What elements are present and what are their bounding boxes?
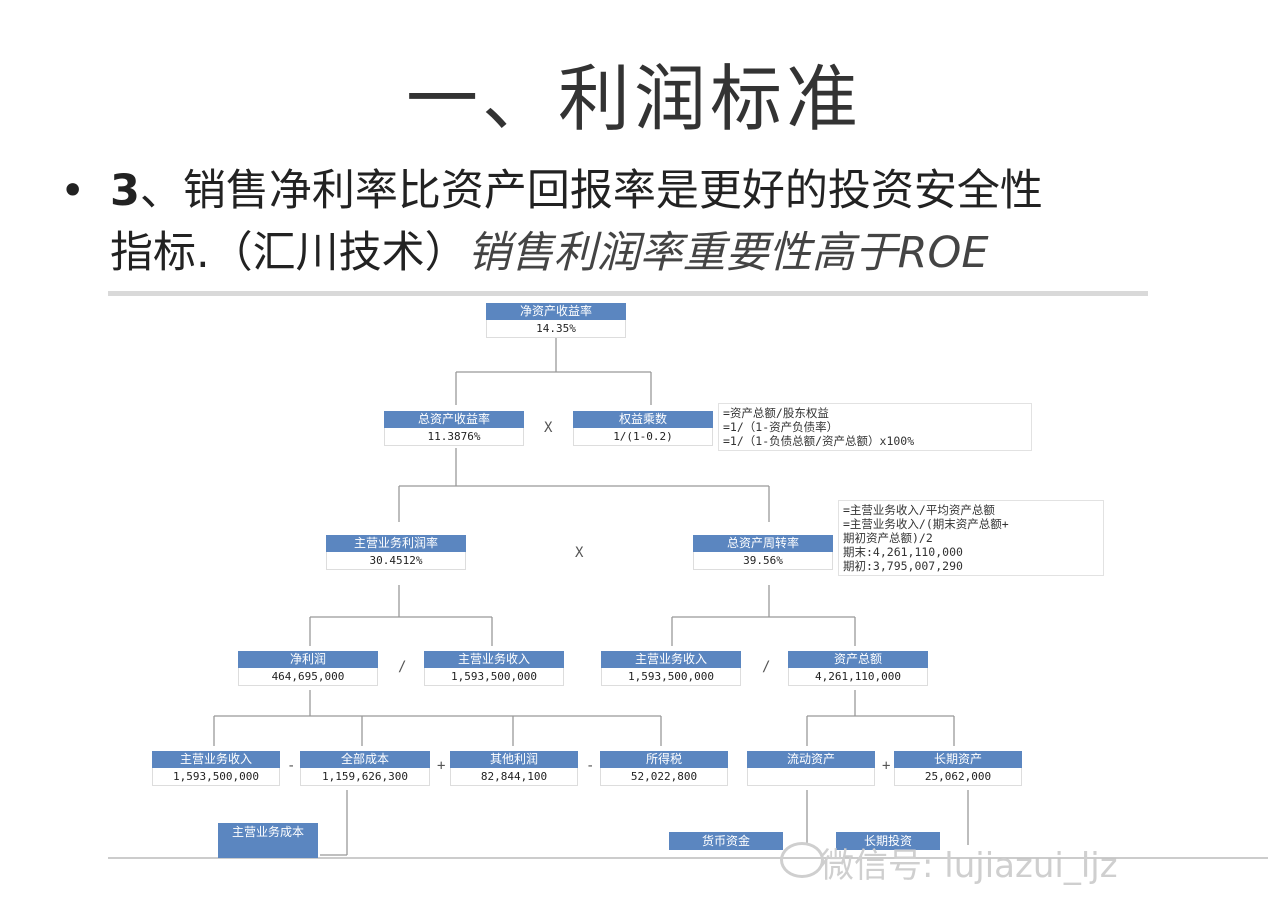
node-tat-label: 总资产周转率 — [693, 535, 833, 552]
node-tat-value: 39.56% — [693, 552, 833, 570]
node-long-term-assets: 长期资产 25,062,000 — [894, 751, 1022, 786]
node-profit-margin: 主营业务利润率 30.4512% — [326, 535, 466, 570]
node-ta-label: 资产总额 — [788, 651, 928, 668]
node-tc-label: 全部成本 — [300, 751, 430, 768]
node-asset-turnover: 总资产周转率 39.56% — [693, 535, 833, 570]
node-revenue-1: 主营业务收入 1,593,500,000 — [424, 651, 564, 686]
node-op-value: 82,844,100 — [450, 768, 578, 786]
node-lta-label: 长期资产 — [894, 751, 1022, 768]
node-rev2-value: 1,593,500,000 — [601, 668, 741, 686]
slide-title: 一、利润标准 — [405, 57, 862, 141]
node-roe-value: 14.35% — [486, 320, 626, 338]
node-equity-multiplier: 权益乘数 1/(1-0.2) — [573, 411, 713, 446]
node-revenue-2: 主营业务收入 1,593,500,000 — [601, 651, 741, 686]
node-lta-value: 25,062,000 — [894, 768, 1022, 786]
node-op-label: 其他利润 — [450, 751, 578, 768]
operator-divide-1: / — [398, 659, 407, 675]
node-rev2-label: 主营业务收入 — [601, 651, 741, 668]
node-ca-value — [747, 768, 875, 786]
wechat-icon — [780, 842, 824, 878]
node-total-assets: 资产总额 4,261,110,000 — [788, 651, 928, 686]
node-em-label: 权益乘数 — [573, 411, 713, 428]
node-roa: 总资产收益率 11.3876% — [384, 411, 524, 446]
watermark: 微信号: lujiazui_ljz — [820, 846, 1118, 886]
note-equity-multiplier: =资产总额/股东权益 =1/（1-资产负债率） =1/（1-负债总额/资产总额）… — [718, 403, 1032, 451]
bullet-number: 3 — [110, 166, 140, 216]
node-long-term-investment: 长期投资 — [836, 832, 940, 850]
operator-plus-2: + — [882, 758, 891, 774]
node-cash: 货币资金 — [669, 832, 783, 850]
node-net-income: 净利润 464,695,000 — [238, 651, 378, 686]
node-roa-value: 11.3876% — [384, 428, 524, 446]
node-ni-label: 净利润 — [238, 651, 378, 668]
bullet-line-2: 指标.（汇川技术）销售利润率重要性高于ROE — [110, 222, 989, 284]
node-npm-label: 主营业务利润率 — [326, 535, 466, 552]
node-rev3-value: 1,593,500,000 — [152, 768, 280, 786]
bullet-italic: 销售利润率重要性高于ROE — [467, 228, 989, 278]
node-tax-label: 所得税 — [600, 751, 728, 768]
bullet-text-1: 、销售净利率比资产回报率是更好的投资安全性 — [139, 166, 1043, 216]
node-revenue-3: 主营业务收入 1,593,500,000 — [152, 751, 280, 786]
operator-minus-1: - — [287, 758, 296, 774]
node-ni-value: 464,695,000 — [238, 668, 378, 686]
node-roa-label: 总资产收益率 — [384, 411, 524, 428]
node-roe-label: 净资产收益率 — [486, 303, 626, 320]
node-cogs: 主营业务成本 — [218, 823, 318, 858]
bullet-text-2: 指标.（汇川技术） — [110, 228, 468, 278]
node-rev1-label: 主营业务收入 — [424, 651, 564, 668]
node-roe: 净资产收益率 14.35% — [486, 303, 626, 338]
node-npm-value: 30.4512% — [326, 552, 466, 570]
node-other-profit: 其他利润 82,844,100 — [450, 751, 578, 786]
node-ta-value: 4,261,110,000 — [788, 668, 928, 686]
node-rev1-value: 1,593,500,000 — [424, 668, 564, 686]
operator-plus-1: + — [437, 758, 446, 774]
node-tc-value: 1,159,626,300 — [300, 768, 430, 786]
operator-minus-2: - — [586, 758, 595, 774]
node-em-value: 1/(1-0.2) — [573, 428, 713, 446]
operator-times-2: X — [575, 545, 584, 561]
node-current-assets: 流动资产 — [747, 751, 875, 786]
bullet-line-1: 3、销售净利率比资产回报率是更好的投资安全性 — [110, 160, 1043, 222]
divider-rule — [108, 291, 1148, 296]
operator-divide-2: / — [762, 659, 771, 675]
operator-times-1: X — [544, 420, 553, 436]
bullet-dot: • — [60, 166, 86, 216]
node-income-tax: 所得税 52,022,800 — [600, 751, 728, 786]
note-asset-turnover: =主营业务收入/平均资产总额 =主营业务收入/(期末资产总额+ 期初资产总额)/… — [838, 500, 1104, 576]
node-ca-label: 流动资产 — [747, 751, 875, 768]
node-total-cost: 全部成本 1,159,626,300 — [300, 751, 430, 786]
node-tax-value: 52,022,800 — [600, 768, 728, 786]
node-rev3-label: 主营业务收入 — [152, 751, 280, 768]
